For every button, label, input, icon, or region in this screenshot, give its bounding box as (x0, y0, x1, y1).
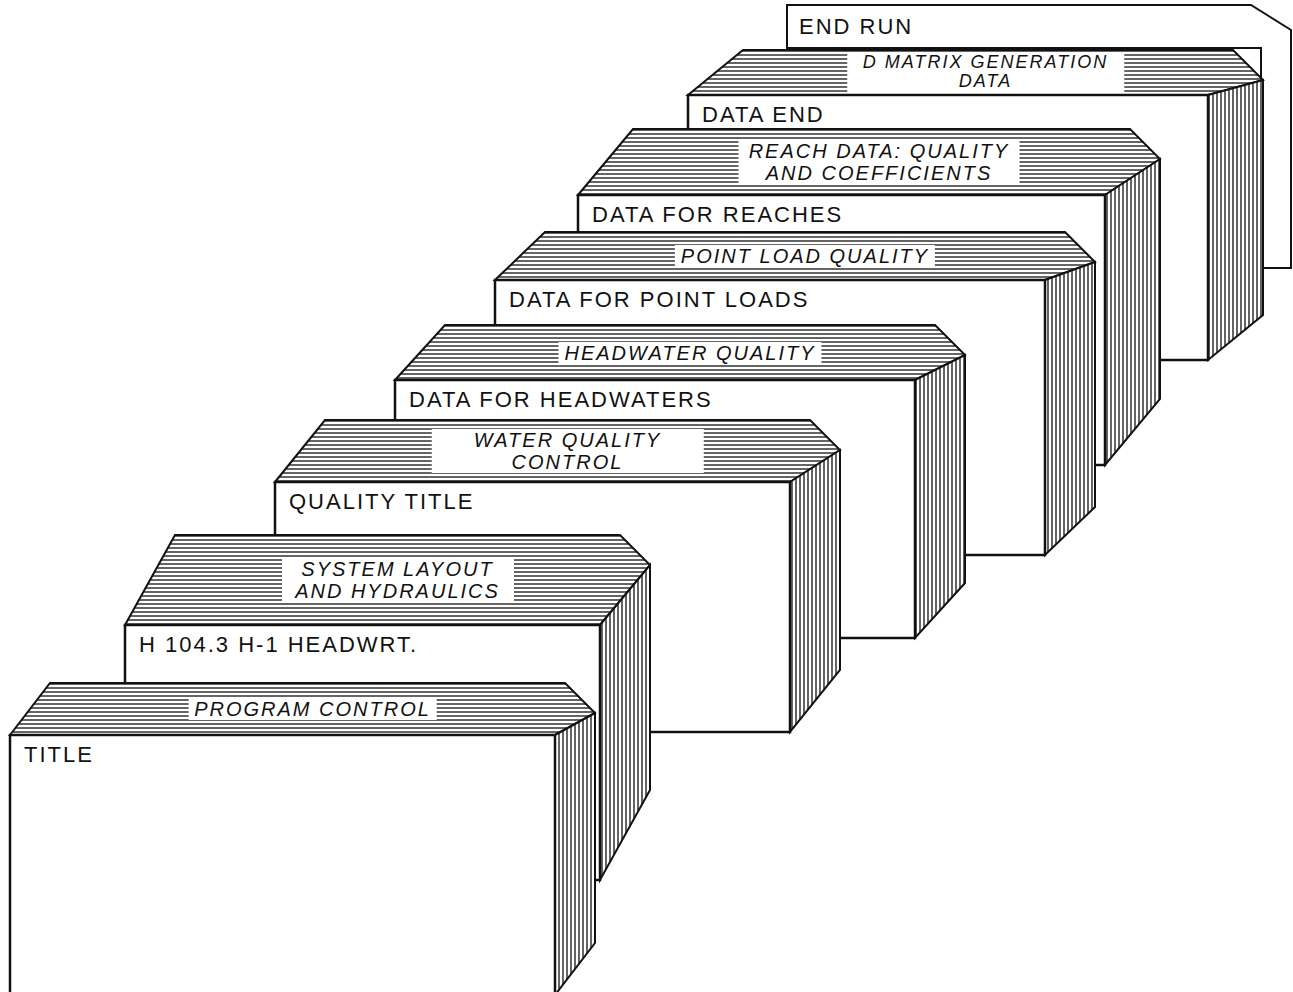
deck-label: REACH DATA: QUALITY AND COEFFICIENTS (739, 140, 1020, 184)
card-text: TITLE (24, 743, 94, 767)
deck-top (125, 535, 650, 625)
deck-side (790, 450, 840, 732)
card-text: H 104.3 H-1 HEADWRT. (139, 633, 418, 657)
deck-label: POINT LOAD QUALITY (675, 245, 935, 267)
card-text: DATA FOR REACHES (592, 203, 843, 227)
deck-top (495, 232, 1095, 280)
card-text: DATA FOR HEADWATERS (409, 388, 713, 412)
deck-label: D MATRIX GENERATION DATA (847, 53, 1125, 93)
deck-top (688, 50, 1263, 95)
card-text: DATA END (702, 103, 825, 127)
deck-side (915, 355, 965, 638)
card-face (10, 735, 555, 992)
deck-label: PROGRAM CONTROL (188, 698, 437, 720)
deck-top (578, 129, 1160, 195)
deck-side (600, 565, 650, 880)
deck-top (10, 683, 595, 735)
deck-side (555, 713, 595, 992)
card-deck: PROGRAM CONTROL TITLE (10, 683, 595, 992)
card-text: DATA FOR POINT LOADS (509, 288, 809, 312)
deck-side (1208, 80, 1263, 360)
card-text: END RUN (799, 15, 913, 39)
card-text: QUALITY TITLE (289, 490, 474, 514)
deck-side (1045, 262, 1095, 555)
deck-side (1105, 159, 1160, 465)
deck-top (275, 420, 840, 482)
deck-label: WATER QUALITY CONTROL (431, 429, 704, 473)
deck-label: SYSTEM LAYOUT AND HYDRAULICS (282, 558, 514, 602)
end-card: END RUN (787, 5, 1291, 48)
deck-label: HEADWATER QUALITY (558, 342, 821, 364)
deck-drawing (10, 683, 595, 992)
deck-top (395, 325, 965, 380)
